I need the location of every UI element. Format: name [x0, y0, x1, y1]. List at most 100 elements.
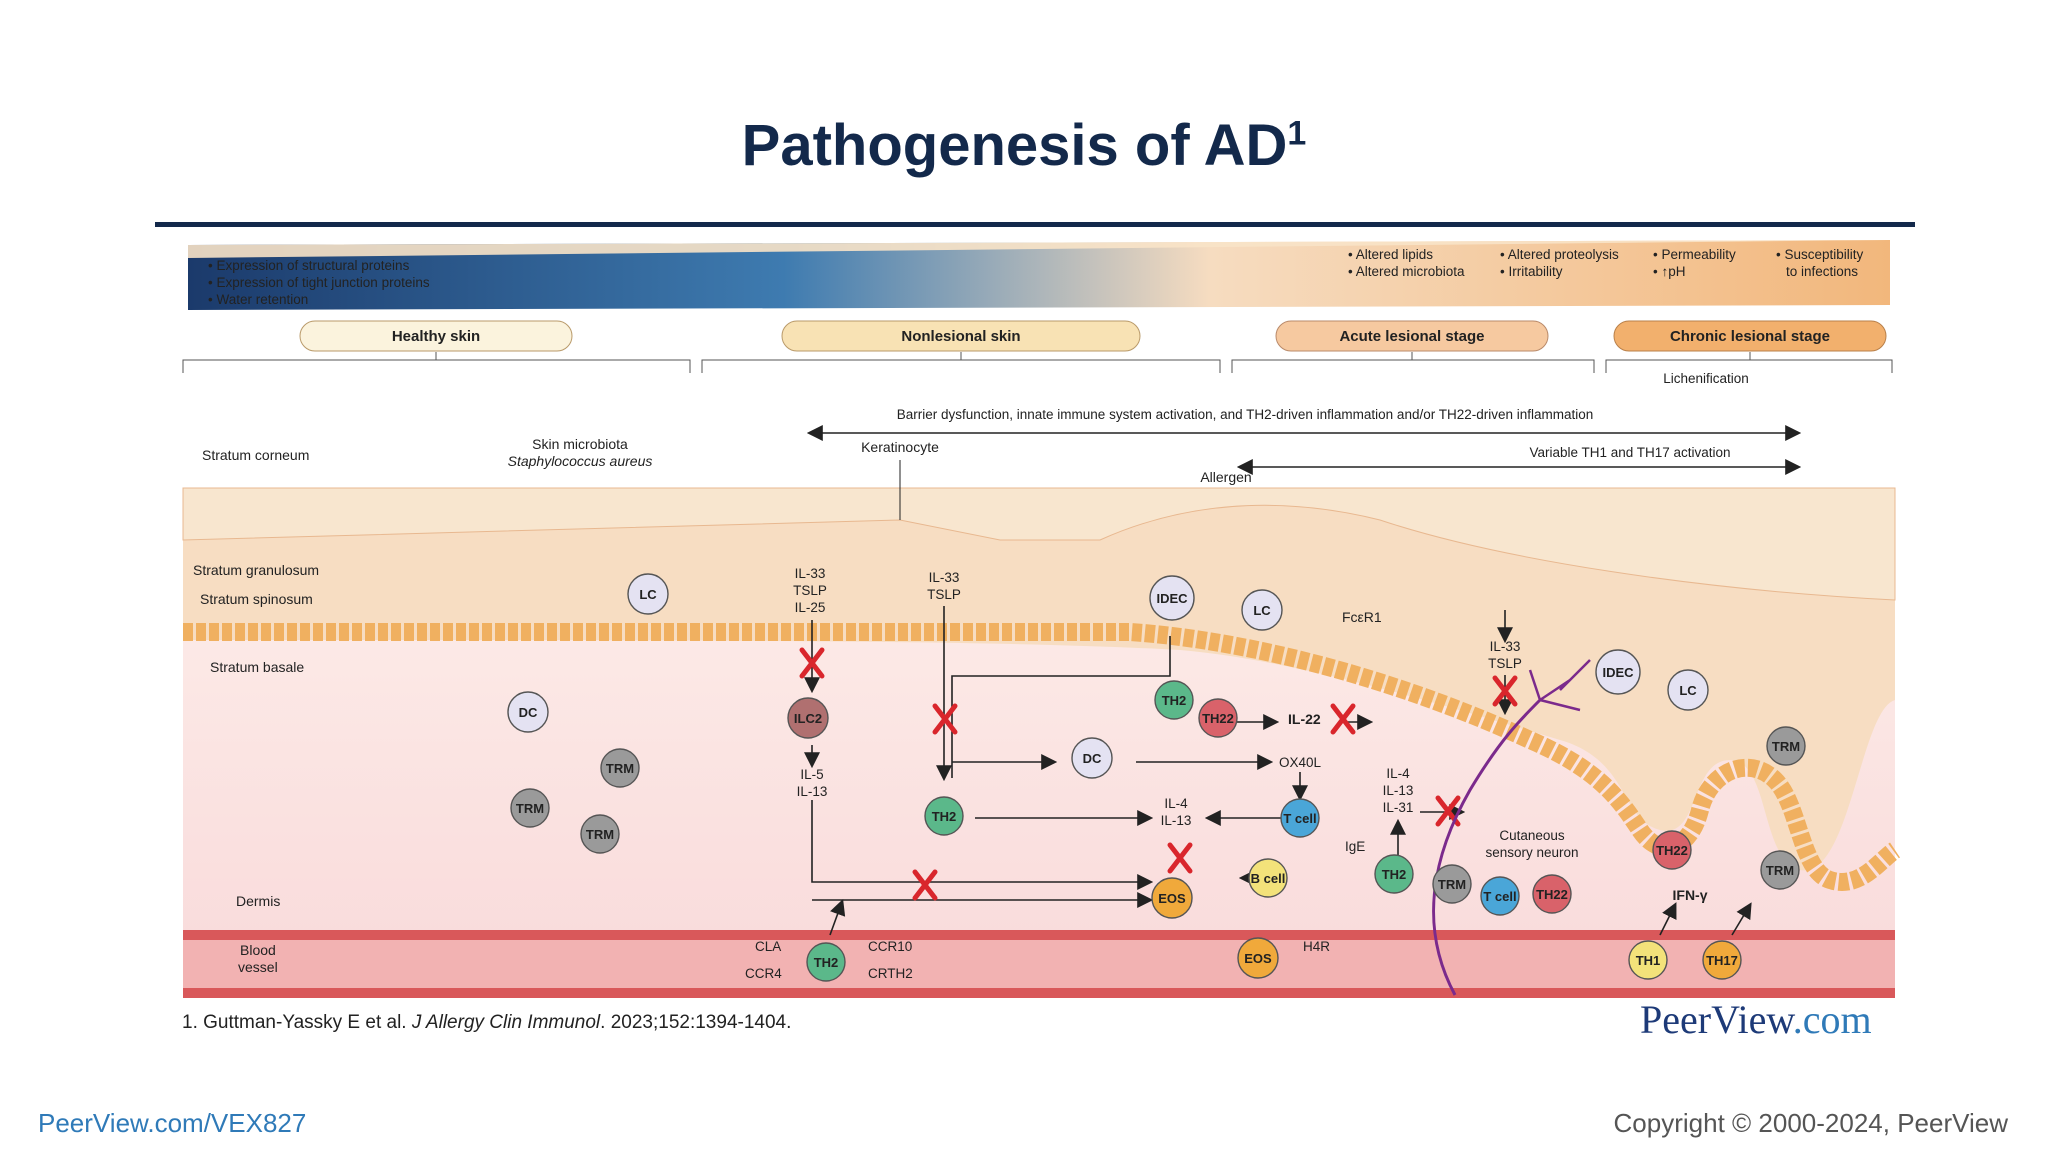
copyright: Copyright © 2000-2024, PeerView	[1613, 1108, 2008, 1138]
dc-cell-body	[507, 691, 549, 733]
eos-cell-body	[1151, 877, 1193, 919]
banner-right-7: • Susceptibility	[1776, 247, 1864, 262]
title-rule	[155, 222, 1915, 227]
barrier-arrow-label: Barrier dysfunction, innate immune syste…	[897, 407, 1594, 422]
trm-cell-label: TRM	[606, 761, 634, 776]
th2-cell-label: TH2	[1382, 867, 1407, 882]
th1-cell-label: TH1	[1636, 953, 1661, 968]
reference: 1. Guttman-Yassky E et al. J Allergy Cli…	[182, 1012, 792, 1033]
page-title: Pathogenesis of AD1	[741, 113, 1307, 178]
eos-cell: EOS	[1237, 937, 1279, 979]
th2-cell-label: TH2	[814, 955, 839, 970]
sensory-neuron	[1432, 698, 1542, 996]
trm-cell-body	[600, 748, 640, 788]
idec-cell: IDEC	[1149, 575, 1195, 621]
neuron-1: Cutaneous	[1499, 828, 1565, 843]
tslp-c: TSLP	[1488, 656, 1522, 671]
bcell-cell-label: B cell	[1251, 871, 1286, 886]
lc-cell: LC	[1667, 669, 1709, 711]
idec-cell-label: IDEC	[1602, 665, 1634, 680]
tcell-cell: T cell	[1280, 798, 1320, 838]
lc-cell-label: LC	[1253, 603, 1271, 618]
dc-cell: DC	[507, 691, 549, 733]
eos-cell-label: EOS	[1244, 951, 1272, 966]
eos-cell-label: EOS	[1158, 891, 1186, 906]
tcell-cell-label: T cell	[1283, 811, 1316, 826]
banner-left-1: • Expression of structural proteins	[208, 258, 410, 273]
microbiota-label: Skin microbiota	[532, 436, 628, 452]
ilc2-cell: ILC2	[787, 697, 829, 739]
trm-cell: TRM	[1766, 726, 1806, 766]
th22-cell-body	[1198, 698, 1238, 738]
banner: • Expression of structural proteins • Ex…	[188, 240, 1890, 310]
ilc2-cell-label: ILC2	[794, 711, 822, 726]
tcell-cell-body	[1280, 798, 1320, 838]
layer-labels: Stratum corneum Stratum granulosum Strat…	[193, 447, 319, 975]
fcer1-label: FcεR1	[1342, 609, 1382, 625]
th2-cell: TH2	[1154, 680, 1194, 720]
th1-cell-body	[1628, 940, 1668, 980]
idec-cell: IDEC	[1595, 649, 1641, 695]
il13-b: IL-13	[1161, 813, 1192, 828]
th22-cell-label: TH22	[1202, 711, 1234, 726]
il4: IL-4	[1164, 796, 1188, 811]
diagram-labels: Skin microbiota Staphylococcus aureus Ke…	[508, 436, 1708, 981]
tcell-cell-body	[1480, 876, 1520, 916]
th2-cell-body	[924, 796, 964, 836]
trm-cell-label: TRM	[516, 801, 544, 816]
tslp-b: TSLP	[927, 587, 961, 602]
banner-right-5: • Permeability	[1653, 247, 1736, 262]
trm-cell-label: TRM	[586, 827, 614, 842]
flow-arrows	[804, 606, 1752, 936]
dc-cell-body	[1071, 737, 1113, 779]
ifng: IFN-γ	[1673, 887, 1708, 903]
th2-cell: TH2	[924, 796, 964, 836]
trm-cell: TRM	[600, 748, 640, 788]
blood-label: Blood	[240, 942, 276, 958]
il31: IL-31	[1383, 800, 1414, 815]
dc-cell-label: DC	[1083, 751, 1102, 766]
trm-cell-label: TRM	[1438, 877, 1466, 892]
ccr4: CCR4	[745, 966, 782, 981]
banner-right-8: to infections	[1786, 264, 1858, 279]
eos-cell-body	[1237, 937, 1279, 979]
idec-cell-body	[1149, 575, 1195, 621]
bcell-cell-body	[1248, 858, 1288, 898]
h4r: H4R	[1303, 939, 1330, 954]
stage-acute: Acute lesional stage	[1339, 328, 1484, 345]
th22-cell: TH22	[1198, 698, 1238, 738]
ccr10: CCR10	[868, 939, 912, 954]
il5: IL-5	[800, 767, 823, 782]
stratum-basale-label: Stratum basale	[210, 659, 304, 675]
th22-cell-label: TH22	[1656, 843, 1688, 858]
trm-cell: TRM	[1432, 864, 1472, 904]
variable-arrow-label: Variable TH1 and TH17 activation	[1529, 445, 1730, 460]
stage-healthy: Healthy skin	[392, 328, 480, 345]
bcell-cell: B cell	[1248, 858, 1288, 898]
banner-left-2: • Expression of tight junction proteins	[208, 275, 430, 290]
th22-cell-body	[1532, 874, 1572, 914]
banner-right-3: • Altered proteolysis	[1500, 247, 1619, 262]
footer-url-link[interactable]: PeerView.com/VEX827	[38, 1108, 307, 1138]
th2-cell-label: TH2	[932, 809, 957, 824]
trm-cell-body	[510, 788, 550, 828]
th17-cell: TH17	[1702, 940, 1742, 980]
th2-cell-body	[1374, 854, 1414, 894]
dc-cell-label: DC	[519, 705, 538, 720]
eos-cell: EOS	[1151, 877, 1193, 919]
tcell-cell: T cell	[1480, 876, 1520, 916]
ox40l: OX40L	[1279, 755, 1322, 770]
banner-right-4: • Irritability	[1500, 264, 1563, 279]
dermis-label: Dermis	[236, 893, 280, 909]
lc-cell-body	[1241, 589, 1283, 631]
th2-cell-label: TH2	[1162, 693, 1187, 708]
lichenification-label: Lichenification	[1663, 371, 1749, 386]
trm-cell-label: TRM	[1772, 739, 1800, 754]
vessel-label: vessel	[238, 959, 278, 975]
trm-cell-body	[1766, 726, 1806, 766]
th22-cell: TH22	[1532, 874, 1572, 914]
trm-cell: TRM	[510, 788, 550, 828]
keratinocyte-label: Keratinocyte	[861, 439, 939, 455]
